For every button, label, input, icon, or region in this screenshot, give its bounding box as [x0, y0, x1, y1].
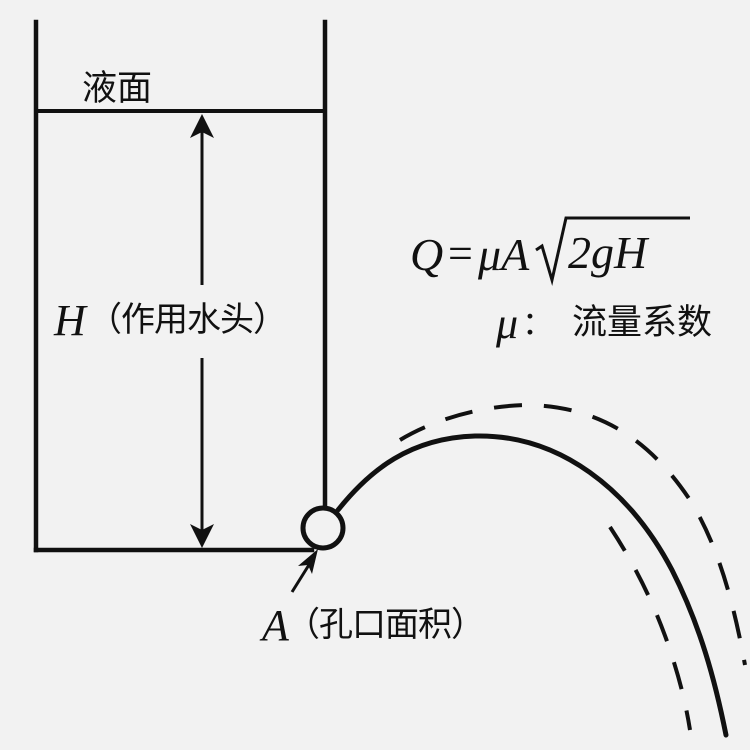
tank	[33, 19, 328, 553]
formula-radicand: 2gH	[568, 227, 650, 278]
jet-trajectory-solid	[335, 433, 729, 738]
liquid-surface-label: 液面	[82, 69, 152, 109]
area-description: （孔口面积）	[286, 605, 484, 645]
formula-lhs: Q	[410, 229, 443, 280]
formula-coefficient: μA	[477, 229, 530, 280]
area-pointer-arrowhead-icon	[298, 549, 318, 574]
square-root-icon	[535, 216, 690, 286]
arrow-down-icon	[190, 524, 214, 548]
orifice-circle	[300, 505, 346, 551]
arrow-up-icon	[190, 114, 214, 138]
head-symbol: H	[53, 296, 88, 345]
jet-boundary-dashed-inner	[608, 525, 692, 731]
mu-symbol: μ	[495, 299, 518, 348]
mu-colon: ：	[522, 304, 554, 342]
head-description: （作用水头）	[88, 300, 286, 340]
formula-equals: =	[448, 229, 473, 278]
area-symbol: A	[259, 601, 290, 650]
jet-boundary-dashed-outer	[398, 402, 747, 666]
mu-description: 流量系数	[572, 303, 712, 343]
discharge-formula: Q = μA 2gH	[410, 216, 690, 286]
